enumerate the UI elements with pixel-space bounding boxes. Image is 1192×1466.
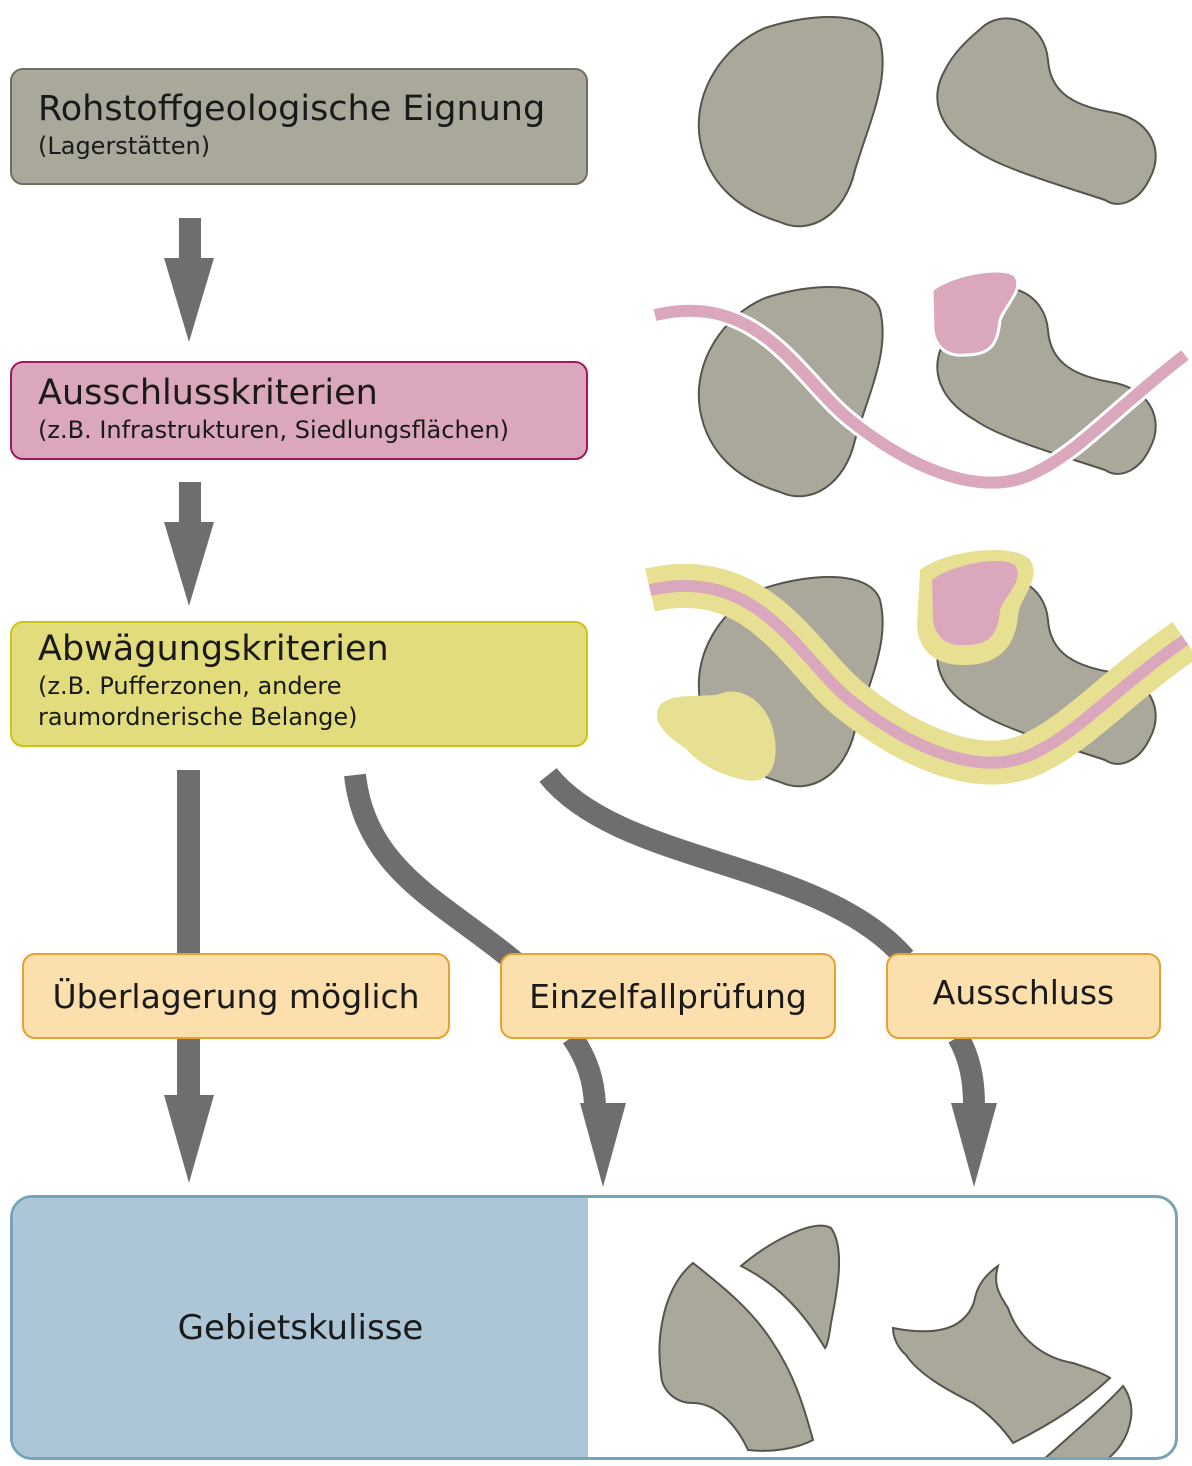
step-ausschlusskriterien: Ausschlusskriterien (z.B. Infrastrukture… — [10, 361, 588, 460]
step-rohstoff-note: (Lagerstätten) — [38, 132, 211, 160]
step-ausschluss-note: (z.B. Infrastrukturen, Siedlungsflächen) — [38, 416, 510, 444]
step-rohstoffgeologische-eignung: Rohstoffgeologische Eignung (Lagerstätte… — [10, 68, 588, 185]
deposits-illustration — [697, 16, 1157, 228]
result-label: Gebietskulisse — [177, 1307, 424, 1348]
exclusion-illustration — [652, 269, 1191, 498]
arrow-einzelfall-down — [562, 1030, 626, 1187]
step-abwaegung-note-line1: (z.B. Pufferzonen, andere — [38, 672, 342, 700]
outcome-einzelfallpruefung: Einzelfallprüfung — [500, 953, 836, 1039]
outcome-ausschluss-label: Ausschluss — [932, 972, 1115, 1012]
infrastructure-line-3 — [648, 579, 1189, 769]
settlement-area — [930, 269, 1020, 357]
settlement-area-3 — [932, 560, 1018, 646]
outcome-einzelfall-label: Einzelfallprüfung — [529, 976, 807, 1016]
curve-to-einzelfall — [344, 773, 530, 977]
arrow-to-ueberlagerung — [177, 770, 200, 955]
outcome-ausschluss: Ausschluss — [886, 953, 1161, 1039]
curve-to-ausschluss — [539, 767, 914, 966]
weighing-illustration — [645, 549, 1192, 788]
deposit-shape-right — [936, 17, 1157, 205]
result-gebietskulisse: Gebietskulisse — [13, 1198, 588, 1457]
result-area-4 — [1044, 1384, 1133, 1457]
result-area-3 — [891, 1263, 1112, 1445]
arrow-down-2 — [164, 482, 214, 606]
result-area-1 — [739, 1224, 841, 1350]
deposit-shape-left-2 — [697, 286, 884, 498]
flow-arrows — [164, 218, 997, 1187]
step-abwaegung-title: Abwägungskriterien — [38, 629, 389, 669]
step-ausschluss-title: Ausschlusskriterien — [38, 373, 378, 413]
step-rohstoff-title: Rohstoffgeologische Eignung — [38, 89, 546, 129]
arrow-down-1 — [164, 218, 214, 342]
result-areas-illustration — [658, 1224, 1133, 1457]
result-area-2 — [658, 1261, 815, 1452]
outcome-ueberlagerung-label: Überlagerung möglich — [52, 976, 420, 1016]
arrow-ueberlagerung-down — [164, 1037, 214, 1183]
deposit-shape-left — [697, 16, 884, 228]
result-panel: Gebietskulisse — [10, 1195, 1178, 1460]
step-abwaegungskriterien: Abwägungskriterien (z.B. Pufferzonen, an… — [10, 621, 588, 747]
outcome-ueberlagerung-moeglich: Überlagerung möglich — [22, 953, 450, 1039]
step-abwaegung-note-line2: raumordnerische Belange) — [38, 703, 358, 731]
arrow-ausschluss-down — [948, 1031, 997, 1187]
weighing-area — [656, 691, 776, 781]
infrastructure-line — [653, 304, 1189, 489]
